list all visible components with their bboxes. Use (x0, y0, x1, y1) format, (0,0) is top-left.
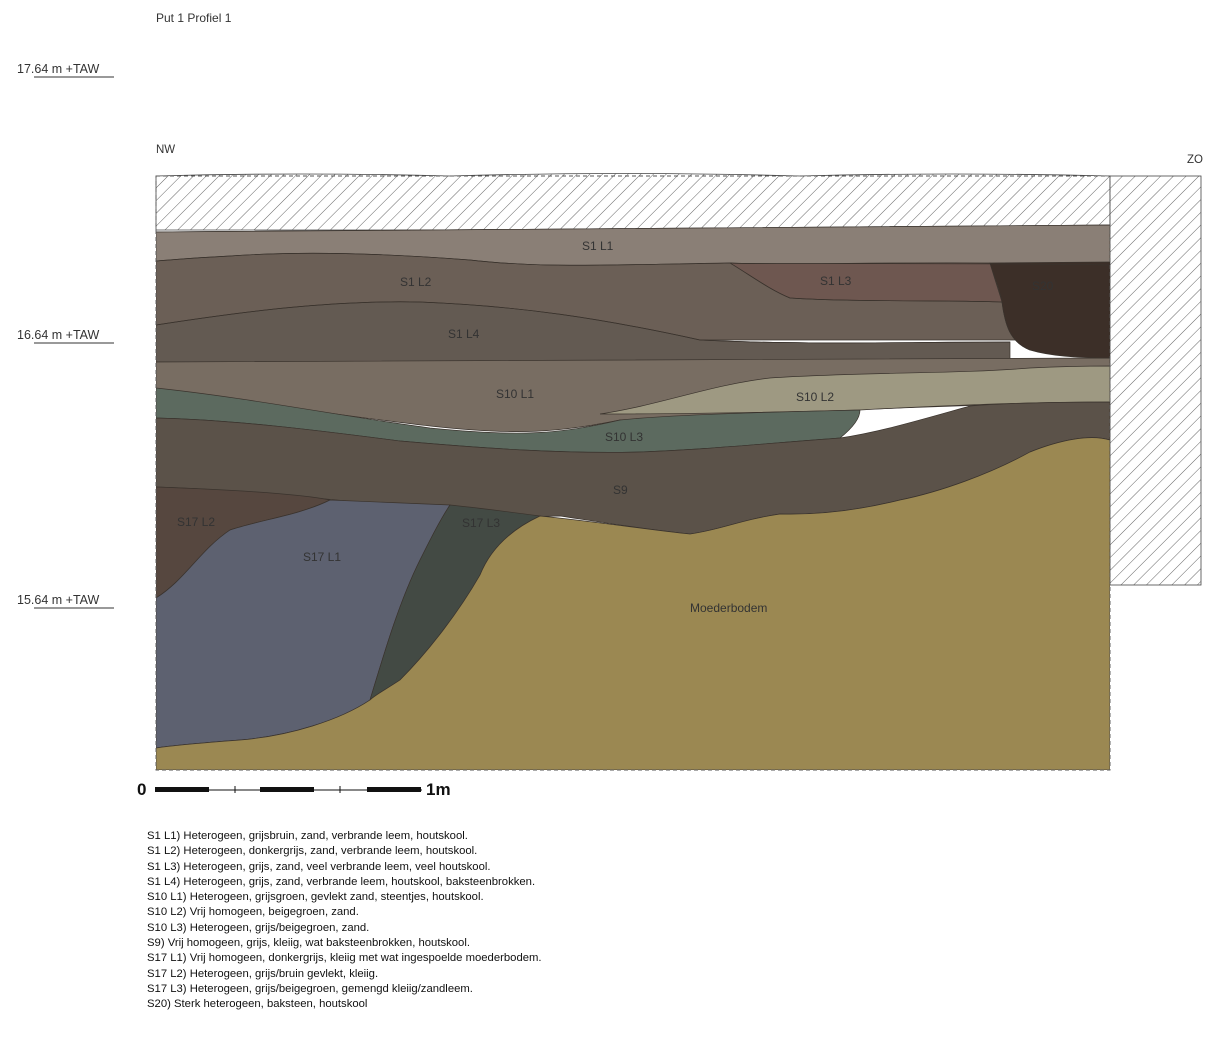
layer-label: S1 L3 (820, 274, 852, 288)
layer-label: S17 L1 (303, 550, 341, 564)
hatched-wall (1109, 175, 1202, 586)
layer-label: S1 L2 (400, 275, 432, 289)
legend-item: S1 L2) Heterogeen, donkergrijs, zand, ve… (147, 845, 478, 858)
layer-label: Moederbodem (690, 601, 767, 615)
legend-item: S9) Vrij homogeen, grijs, kleiig, wat ba… (147, 937, 470, 950)
scale-bar-end-label: 1m (426, 780, 451, 799)
elevation-marker-2: 16.64 m +TAW (17, 328, 114, 344)
layer-label: S1 L4 (448, 327, 480, 341)
orientation-zo-label: ZO (1187, 154, 1203, 166)
layer-label: S10 L2 (796, 390, 834, 404)
scale-bar-start-label: 0 (137, 780, 146, 799)
legend-item: S17 L3) Heterogeen, grijs/beigegroen, ge… (147, 982, 473, 995)
elevation-label: 15.64 m +TAW (17, 593, 100, 607)
legend-item: S10 L2) Vrij homogeen, beigegroen, zand. (147, 906, 359, 919)
layer-labels: S1 L1 S1 L2 S1 L3 S20 S1 L4 S10 L1 S10 L… (177, 239, 1054, 615)
legend-item: S10 L1) Heterogeen, grijsgroen, gevlekt … (147, 891, 484, 904)
layer-label: S17 L3 (462, 516, 500, 530)
legend-item: S10 L3) Heterogeen, grijs/beigegroen, za… (147, 921, 370, 934)
legend-item: S1 L1) Heterogeen, grijsbruin, zand, ver… (147, 830, 468, 842)
legend-item: S17 L2) Heterogeen, grijs/bruin gevlekt,… (147, 967, 379, 980)
layer-label: S17 L2 (177, 515, 215, 529)
layer-label: S1 L1 (582, 239, 614, 253)
hatched-topsoil (155, 173, 1111, 231)
section-outline (155, 175, 1111, 771)
scale-bar: 0 1m (137, 780, 451, 799)
layer-label: S10 L1 (496, 387, 534, 401)
elevation-marker-1: 17.64 m +TAW (17, 62, 114, 78)
profile-title: Put 1 Profiel 1 (156, 11, 232, 25)
elevation-label: 16.64 m +TAW (17, 328, 100, 342)
elevation-label: 17.64 m +TAW (17, 62, 100, 76)
layer-label: S9 (613, 483, 628, 497)
legend-item: S1 L3) Heterogeen, grijs, zand, veel ver… (147, 860, 491, 873)
layer-label: S10 L3 (605, 430, 643, 444)
layer-moederbodem (156, 437, 1110, 770)
elevation-marker-3: 15.64 m +TAW (17, 593, 114, 609)
layer-label: S20 (1032, 279, 1054, 293)
orientation-nw-label: NW (156, 144, 175, 156)
legend-item: S1 L4) Heterogeen, grijs, zand, verbrand… (147, 875, 536, 888)
legend-item: S20) Sterk heterogeen, baksteen, houtsko… (147, 998, 368, 1011)
layer-legend: S1 L1) Heterogeen, grijsbruin, zand, ver… (147, 829, 542, 1013)
legend-item: S17 L1) Vrij homogeen, donkergrijs, klei… (147, 952, 542, 965)
